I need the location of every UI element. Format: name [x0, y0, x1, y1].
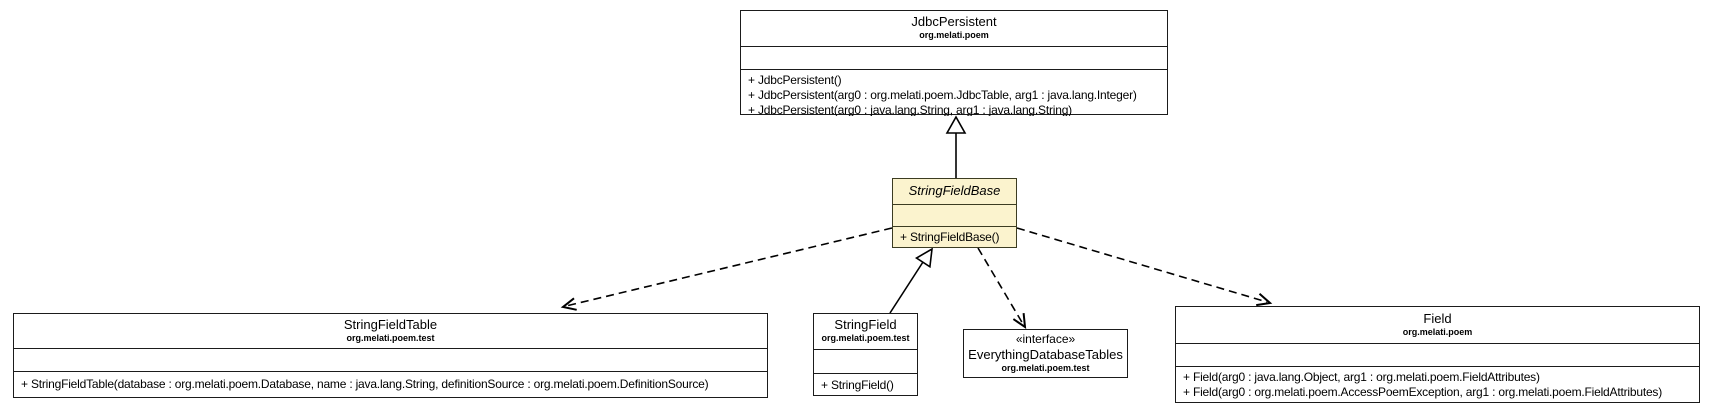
- class-title-stringfield: StringField org.melati.poem.test: [814, 314, 917, 349]
- class-title-jdbcpersistent: JdbcPersistent org.melati.poem: [741, 11, 1167, 46]
- methods-compartment: + StringFieldBase(): [893, 226, 1016, 249]
- package-name: org.melati.poem.test: [1001, 363, 1090, 373]
- dependency-stringfieldbase-to-field: [1016, 227, 1273, 307]
- method: + StringFieldBase(): [900, 230, 1000, 244]
- package-name: org.melati.poem.test: [821, 333, 910, 343]
- attributes-compartment: [1176, 343, 1699, 366]
- package-name: org.melati.poem.test: [346, 333, 435, 343]
- attributes-compartment: [814, 349, 917, 373]
- class-box-stringfield[interactable]: StringField org.melati.poem.test + Strin…: [813, 313, 918, 396]
- class-title-stringfieldbase: StringFieldBase: [893, 179, 1016, 204]
- class-name: StringField: [834, 317, 897, 332]
- methods-compartment: + StringFieldTable(database : org.melati…: [14, 371, 767, 399]
- interface-title: «interface» EverythingDatabaseTables org…: [964, 330, 1127, 376]
- generalization-stringfieldbase-to-jdbcpersistent: [945, 115, 967, 178]
- class-name: EverythingDatabaseTables: [968, 347, 1123, 362]
- method: + JdbcPersistent(): [748, 73, 842, 87]
- class-title-field: Field org.melati.poem: [1176, 307, 1699, 343]
- method: + JdbcPersistent(arg0 : java.lang.String…: [748, 103, 1072, 116]
- attributes-compartment: [893, 204, 1016, 226]
- class-box-field[interactable]: Field org.melati.poem + Field(arg0 : jav…: [1175, 306, 1700, 403]
- package-name: org.melati.poem: [919, 30, 989, 40]
- class-box-stringfieldbase[interactable]: StringFieldBase + StringFieldBase(): [892, 178, 1017, 248]
- methods-compartment: + Field(arg0 : java.lang.Object, arg1 : …: [1176, 366, 1699, 404]
- class-box-jdbcpersistent[interactable]: JdbcPersistent org.melati.poem + JdbcPer…: [740, 10, 1168, 116]
- method: + StringFieldTable(database : org.melati…: [21, 377, 709, 391]
- attributes-compartment: [741, 46, 1167, 69]
- method: + StringField(): [821, 378, 894, 392]
- methods-compartment: + JdbcPersistent() + JdbcPersistent(arg0…: [741, 69, 1167, 116]
- class-name: JdbcPersistent: [911, 14, 997, 29]
- methods-compartment: + StringField(): [814, 373, 917, 397]
- class-name: StringFieldTable: [343, 317, 438, 332]
- class-title-stringfieldtable: StringFieldTable org.melati.poem.test: [14, 314, 767, 348]
- dependency-stringfieldbase-to-stringfieldtable: [560, 227, 893, 311]
- method: + Field(arg0 : java.lang.Object, arg1 : …: [1183, 370, 1540, 384]
- stereotype-label: «interface»: [1015, 332, 1076, 346]
- method: + Field(arg0 : org.melati.poem.AccessPoe…: [1183, 385, 1663, 399]
- interface-box-everythingdatabasetables[interactable]: «interface» EverythingDatabaseTables org…: [963, 329, 1128, 378]
- class-box-stringfieldtable[interactable]: StringFieldTable org.melati.poem.test + …: [13, 313, 768, 398]
- package-name: org.melati.poem: [1402, 327, 1473, 337]
- class-name: Field: [1423, 311, 1452, 326]
- attributes-compartment: [14, 348, 767, 371]
- generalization-stringfield-to-stringfieldbase: [889, 247, 933, 314]
- class-name: StringFieldBase: [908, 183, 1001, 198]
- dependency-stringfieldbase-to-everythingdatabasetables: [977, 247, 1027, 330]
- method: + JdbcPersistent(arg0 : org.melati.poem.…: [748, 88, 1137, 102]
